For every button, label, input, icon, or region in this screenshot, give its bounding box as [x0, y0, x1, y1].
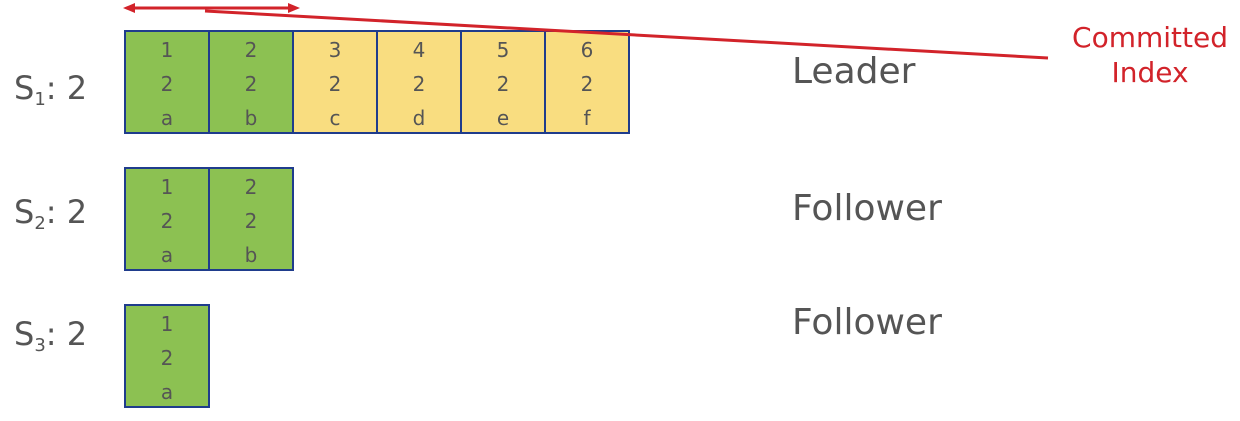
log-entry-command: e: [496, 106, 510, 130]
server-term: : 2: [45, 69, 88, 107]
committed-index-label-line2: Index: [1111, 56, 1189, 89]
arrowhead-left-icon: [123, 3, 135, 13]
log-entry-index: 6: [580, 38, 594, 62]
log-entry: 6 2 f: [544, 30, 630, 134]
log-entry-command: b: [244, 243, 258, 267]
log-entry-command: c: [329, 106, 341, 130]
server-name: S: [14, 193, 35, 231]
server-term: : 2: [45, 315, 88, 353]
server-label-s1: S1: 2: [14, 72, 87, 109]
server-subscript: 1: [34, 89, 46, 110]
log-entry-term: 2: [328, 72, 342, 96]
log-entry-index: 3: [328, 38, 342, 62]
role-s1: Leader: [792, 51, 916, 92]
log-entry-term: 2: [496, 72, 510, 96]
log-entry: 4 2 d: [376, 30, 462, 134]
log-s1: 1 2 a 2 2 b 3 2 c 4 2 d 5 2 e 6 2 f: [124, 30, 630, 134]
log-entry-index: 1: [160, 312, 174, 336]
log-entry-command: a: [160, 380, 174, 404]
log-s3: 1 2 a: [124, 304, 210, 408]
server-label-s3: S3: 2: [14, 318, 87, 355]
log-entry: 3 2 c: [292, 30, 378, 134]
log-entry-command: a: [160, 243, 174, 267]
server-subscript: 3: [34, 335, 46, 356]
committed-index-label-line1: Committed: [1072, 21, 1228, 54]
log-entry-command: f: [583, 106, 591, 130]
log-entry-term: 2: [160, 209, 174, 233]
server-term: : 2: [45, 193, 88, 231]
log-entry-command: a: [160, 106, 174, 130]
log-s2: 1 2 a 2 2 b: [124, 167, 294, 271]
log-entry: 5 2 e: [460, 30, 546, 134]
log-entry-command: b: [244, 106, 258, 130]
server-name: S: [14, 315, 35, 353]
log-entry-term: 2: [412, 72, 426, 96]
server-name: S: [14, 69, 35, 107]
log-entry: 1 2 a: [124, 30, 210, 134]
log-entry-index: 2: [244, 38, 258, 62]
server-subscript: 2: [34, 213, 46, 234]
log-entry: 2 2 b: [208, 30, 294, 134]
log-entry-index: 4: [412, 38, 426, 62]
committed-index-line: [204, 9, 1049, 60]
log-entry: 2 2 b: [208, 167, 294, 271]
log-entry: 1 2 a: [124, 304, 210, 408]
role-s3: Follower: [792, 302, 942, 343]
log-entry-term: 2: [244, 209, 258, 233]
committed-index-label: Committed Index: [1060, 20, 1240, 90]
arrowhead-right-icon: [288, 3, 300, 13]
log-entry-index: 1: [160, 38, 174, 62]
log-entry-term: 2: [580, 72, 594, 96]
server-label-s2: S2: 2: [14, 196, 87, 233]
log-entry-term: 2: [160, 346, 174, 370]
log-entry: 1 2 a: [124, 167, 210, 271]
log-entry-index: 2: [244, 175, 258, 199]
role-s2: Follower: [792, 188, 942, 229]
log-entry-index: 5: [496, 38, 510, 62]
log-entry-term: 2: [160, 72, 174, 96]
log-entry-index: 1: [160, 175, 174, 199]
log-entry-term: 2: [244, 72, 258, 96]
log-entry-command: d: [412, 106, 426, 130]
